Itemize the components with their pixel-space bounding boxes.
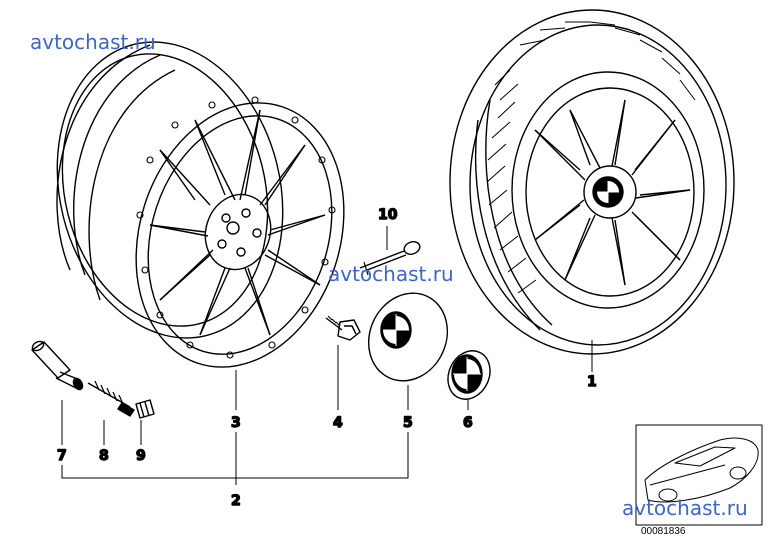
callout-9: 9 xyxy=(136,448,146,464)
callout-7: 7 xyxy=(57,448,67,464)
tyre-valve xyxy=(31,340,84,391)
callout-3: 3 xyxy=(231,415,241,431)
wheel-bolt xyxy=(325,315,361,341)
valve-cap xyxy=(135,399,155,419)
callout-8: 8 xyxy=(99,448,109,464)
leader-lines xyxy=(61,226,593,485)
document-number: 00081836 xyxy=(641,526,686,537)
watermark-top-left: avtochast.ru xyxy=(30,30,156,54)
hub-cap xyxy=(367,292,449,382)
callout-2: 2 xyxy=(231,493,241,509)
callout-5: 5 xyxy=(403,415,413,431)
car-thumbnail xyxy=(635,424,763,526)
callout-10: 10 xyxy=(378,207,398,223)
complete-wheel xyxy=(449,9,735,355)
callout-4: 4 xyxy=(333,415,343,431)
valve-insert xyxy=(87,380,135,417)
callout-6: 6 xyxy=(463,415,473,431)
puller-tool xyxy=(359,241,421,276)
emblem xyxy=(447,350,491,400)
wheel-rim xyxy=(56,41,345,368)
watermark-bottom-right: avtochast.ru xyxy=(622,496,748,520)
watermark-center: avtochast.ru xyxy=(328,262,454,286)
callout-1: 1 xyxy=(587,374,597,390)
